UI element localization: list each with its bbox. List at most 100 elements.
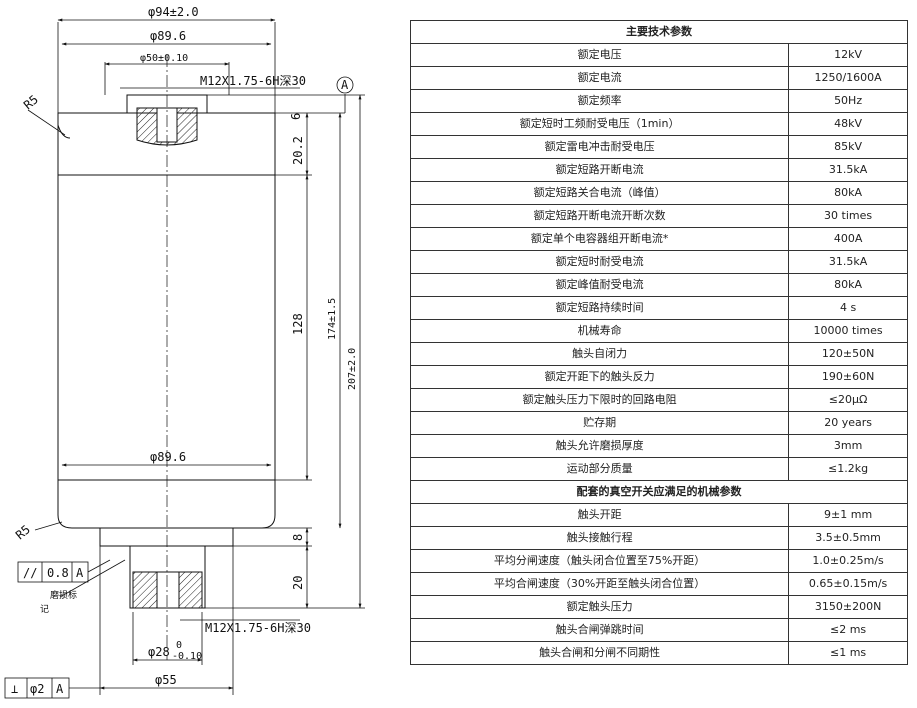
param-name: 额定短路关合电流（峰值） xyxy=(409,181,790,205)
param-name: 运动部分质量 xyxy=(409,457,790,481)
param-name: 额定单个电容器组开断电流* xyxy=(409,227,790,251)
table-row: 额定触头压力下限时的回路电阻≤20μΩ xyxy=(409,388,908,412)
dim-h207: 207±2.0 xyxy=(347,348,358,390)
dim-h20: 20 xyxy=(291,576,305,590)
param-value: 10000 times xyxy=(788,319,908,343)
param-value: 30 times xyxy=(788,204,908,228)
param-value: 85kV xyxy=(788,135,908,159)
table-row: 额定短路关合电流（峰值）80kA xyxy=(409,181,908,205)
param-value: 31.5kA xyxy=(788,250,908,274)
param-name: 额定触头压力 xyxy=(409,595,790,619)
section-title: 配套的真空开关应满足的机械参数 xyxy=(410,480,908,504)
perpendicular-symbol: ⊥ xyxy=(11,682,18,696)
parallel-datum: A xyxy=(76,566,84,580)
param-name: 额定触头压力下限时的回路电阻 xyxy=(409,388,790,412)
param-name: 平均合闸速度（30%开距至触头闭合位置） xyxy=(409,572,790,596)
technical-drawing: φ94±2.0 φ89.6 φ50±0.10 M12X1.75-6H深30 A … xyxy=(4,5,365,699)
param-value: 4 s xyxy=(788,296,908,320)
table-row: 运动部分质量≤1.2kg xyxy=(409,457,908,481)
parallel-symbol: // xyxy=(23,566,37,580)
perpendicular-value: φ2 xyxy=(30,682,44,696)
param-value: 12kV xyxy=(788,43,908,67)
dim-d28-tol-upper: 0 xyxy=(176,640,182,651)
param-name: 触头允许磨损厚度 xyxy=(409,434,790,458)
perpendicular-datum: A xyxy=(56,682,64,696)
param-name: 额定开距下的触头反力 xyxy=(409,365,790,389)
main-body xyxy=(57,174,276,481)
param-value: 20 years xyxy=(788,411,908,435)
param-value: 48kV xyxy=(788,112,908,136)
wear-mark-label-2: 记 xyxy=(40,604,49,615)
dim-h128: 128 xyxy=(291,313,305,335)
param-value: ≤1 ms xyxy=(788,641,908,665)
section-header-mechanical-params: 配套的真空开关应满足的机械参数 xyxy=(410,480,908,504)
param-name: 机械寿命 xyxy=(409,319,790,343)
table-row: 平均分闸速度（触头闭合位置至75%开距）1.0±0.25m/s xyxy=(409,549,908,573)
param-value: 400A xyxy=(788,227,908,251)
section-title: 主要技术参数 xyxy=(410,20,908,44)
param-name: 额定短时耐受电流 xyxy=(409,250,790,274)
wear-mark-label: 磨损标 xyxy=(50,589,77,601)
dim-thread-bottom: M12X1.75-6H深30 xyxy=(205,621,311,635)
param-value: ≤1.2kg xyxy=(788,457,908,481)
param-value: 1250/1600A xyxy=(788,66,908,90)
table-row: 额定短时工频耐受电压（1min）48kV xyxy=(409,112,908,136)
dim-thread-top: M12X1.75-6H深30 xyxy=(200,74,306,88)
table-row: 触头合闸和分闸不同期性≤1 ms xyxy=(409,641,908,665)
dim-d89-6-bottom: φ89.6 xyxy=(150,450,186,464)
param-value: 50Hz xyxy=(788,89,908,113)
dim-d94: φ94±2.0 xyxy=(148,5,199,19)
table-row: 额定单个电容器组开断电流*400A xyxy=(409,227,908,251)
param-name: 额定电压 xyxy=(409,43,790,67)
table-row: 触头合闸弹跳时间≤2 ms xyxy=(409,618,908,642)
param-value: 80kA xyxy=(788,273,908,297)
table-row: 平均合闸速度（30%开距至触头闭合位置）0.65±0.15m/s xyxy=(409,572,908,596)
param-value: 190±60N xyxy=(788,365,908,389)
parallel-value: 0.8 xyxy=(47,566,69,580)
param-value: ≤20μΩ xyxy=(788,388,908,412)
param-name: 额定短路开断电流开断次数 xyxy=(409,204,790,228)
dim-r5-top: R5 xyxy=(21,92,41,112)
param-value: 31.5kA xyxy=(788,158,908,182)
param-value: 1.0±0.25m/s xyxy=(788,549,908,573)
dim-r5-bottom: R5 xyxy=(13,522,33,542)
param-name: 平均分闸速度（触头闭合位置至75%开距） xyxy=(409,549,790,573)
section-header-main-params: 主要技术参数 xyxy=(410,20,908,44)
bottom-step xyxy=(99,527,234,547)
param-value: 120±50N xyxy=(788,342,908,366)
param-name: 触头合闸弹跳时间 xyxy=(409,618,790,642)
param-name: 额定电流 xyxy=(409,66,790,90)
param-value: 3150±200N xyxy=(788,595,908,619)
dim-d50: φ50±0.10 xyxy=(140,53,188,64)
dim-d28: φ28 xyxy=(148,645,170,659)
param-name: 触头接触行程 xyxy=(409,526,790,550)
bottom-flange xyxy=(57,479,276,529)
param-name: 触头自闭力 xyxy=(409,342,790,366)
param-name: 额定短时工频耐受电压（1min） xyxy=(409,112,790,136)
param-name: 额定短路开断电流 xyxy=(409,158,790,182)
param-name: 额定峰值耐受电流 xyxy=(409,273,790,297)
param-value: 0.65±0.15m/s xyxy=(788,572,908,596)
dim-h8: 8 xyxy=(291,534,305,541)
param-value: 3mm xyxy=(788,434,908,458)
param-name: 额定频率 xyxy=(409,89,790,113)
param-value: 3.5±0.5mm xyxy=(788,526,908,550)
dim-d28-tol-lower: -0.10 xyxy=(172,651,202,662)
param-name: 额定雷电冲击耐受电压 xyxy=(409,135,790,159)
